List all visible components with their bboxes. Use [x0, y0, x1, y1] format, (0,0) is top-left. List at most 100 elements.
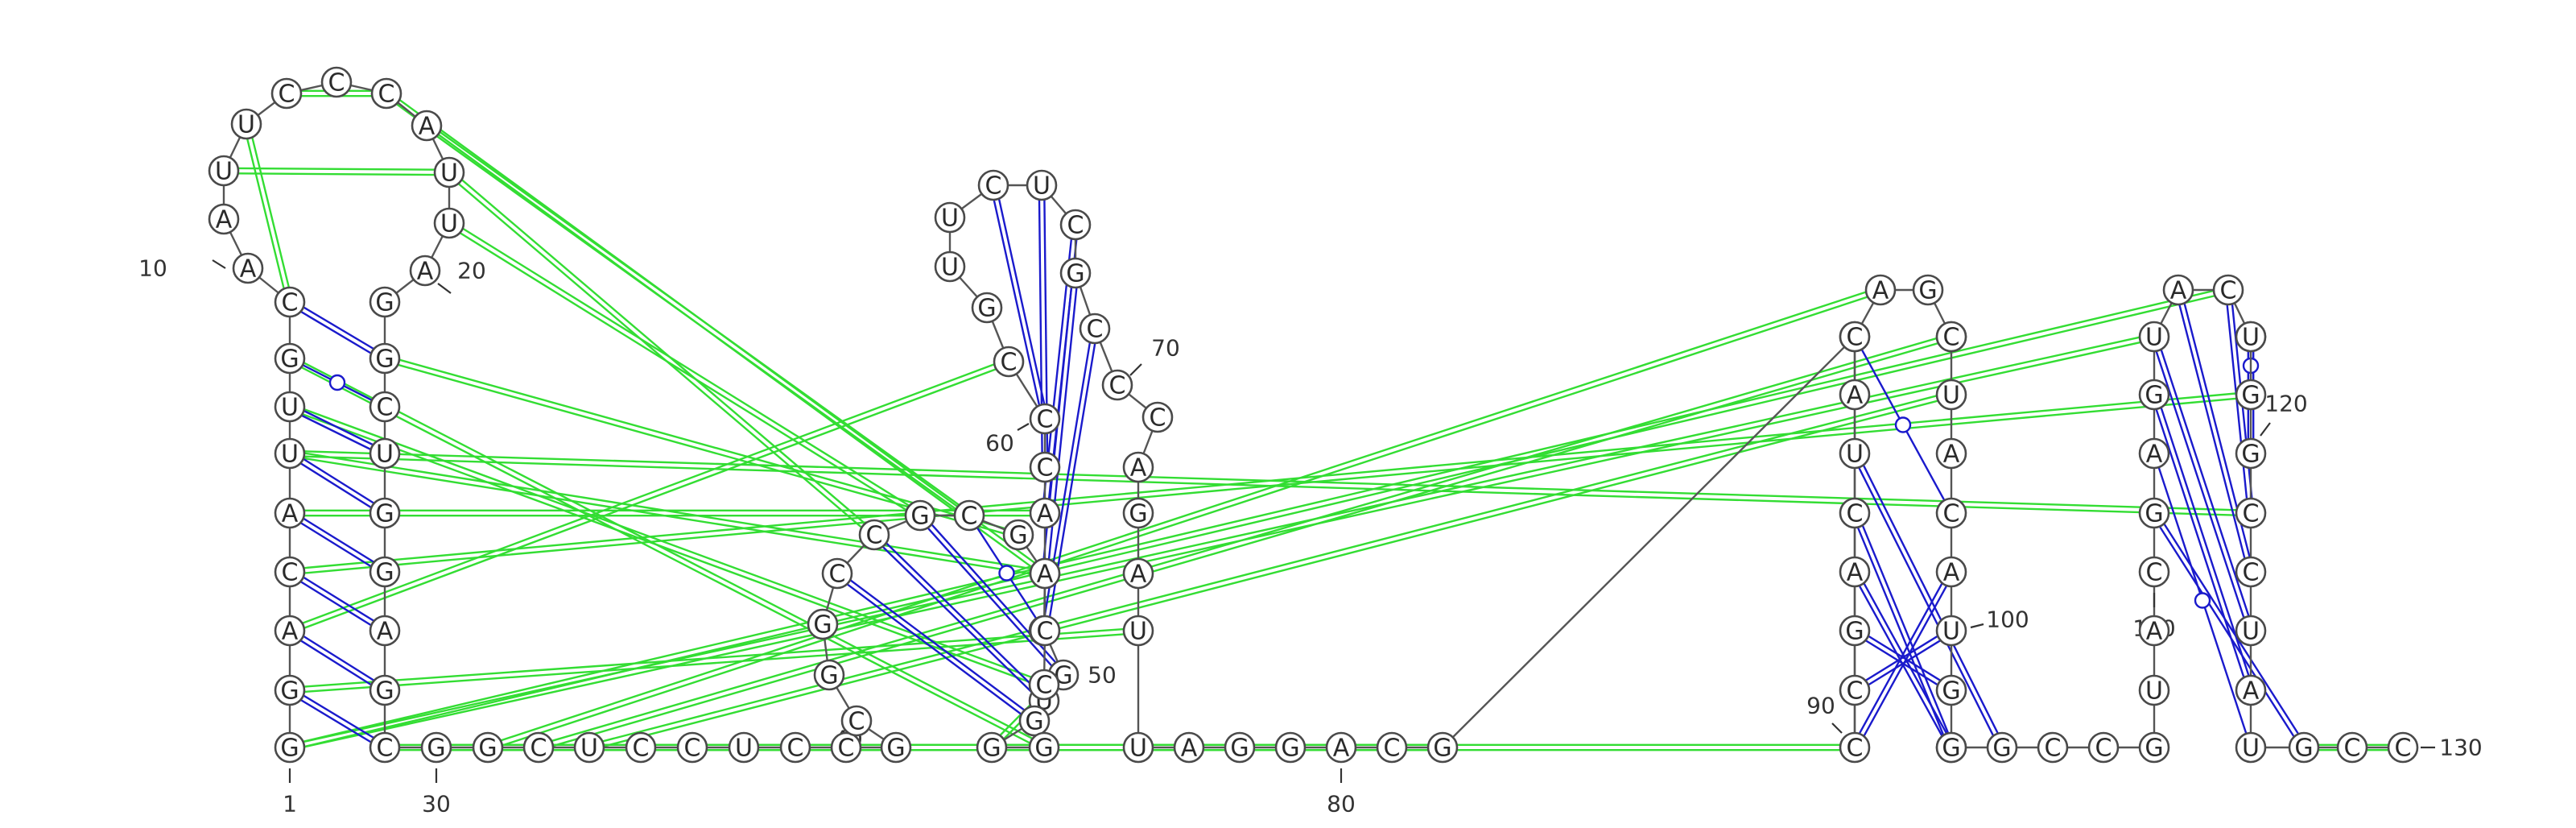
nucleotide-circle	[934, 250, 966, 283]
nucleotide-circle	[1839, 379, 1871, 411]
nucleotide-circle	[1101, 369, 1133, 401]
nucleotide-letter: G	[280, 346, 299, 374]
nucleotide: A	[274, 615, 306, 647]
nucleotide-circle	[274, 556, 306, 588]
nucleotide-circle	[813, 659, 845, 691]
nucleotide: U	[1935, 379, 1967, 411]
nucleotide-letter: U	[237, 111, 255, 139]
nucleotide: G	[274, 731, 306, 764]
nucleotide-letter: G	[375, 289, 394, 317]
nucleotide-letter: C	[838, 735, 855, 763]
nucleotide-circle	[1864, 274, 1897, 306]
nucleotide-letter: C	[866, 522, 883, 550]
nucleotide-letter: C	[2395, 735, 2412, 763]
nucleotide-letter: U	[440, 210, 458, 238]
noncanonical-pair	[447, 173, 873, 538]
nucleotide-letter: C	[2146, 559, 2163, 587]
nucleotide-letter: G	[1230, 735, 1249, 763]
nucleotide: A	[208, 203, 240, 235]
nucleotide-circle	[1935, 674, 1967, 706]
nucleotide: G	[971, 292, 1003, 324]
nucleotide: U	[1122, 615, 1154, 647]
nucleotide-circle	[1122, 731, 1154, 764]
nucleotide: U	[1839, 437, 1871, 470]
nucleotide: G	[369, 556, 401, 588]
nucleotide-circle	[208, 155, 240, 187]
noncanonical-pair	[488, 291, 1882, 751]
canonical-pair	[2174, 290, 2250, 573]
nucleotide: U	[2138, 674, 2170, 706]
nucleotide-letter: C	[2344, 735, 2361, 763]
nucleotide-letter: C	[2095, 735, 2112, 763]
nucleotide-letter: G	[1066, 260, 1084, 288]
nucleotide-circle	[1935, 437, 1967, 470]
wobble-pair-marker	[328, 374, 346, 391]
nucleotide: G	[1912, 274, 1944, 306]
nucleotide: A	[1935, 437, 1967, 470]
nucleotide-circle	[522, 731, 555, 764]
nucleotide-circle	[1002, 519, 1034, 551]
nucleotide: C	[1028, 669, 1060, 701]
nucleotide-circle	[1839, 731, 1871, 764]
nucleotide-letter: C	[1037, 454, 1054, 482]
nucleotide-letter: C	[1150, 404, 1166, 433]
canonical-pair	[835, 574, 1034, 724]
nucleotide-letter: C	[377, 394, 394, 422]
nucleotide: A	[1029, 497, 1061, 529]
nucleotide-circle	[369, 437, 401, 470]
nucleotide: C	[370, 77, 402, 110]
nucleotide-circle	[2138, 674, 2170, 706]
nucleotide: G	[1986, 731, 2018, 764]
nucleotide-circle	[1935, 556, 1967, 588]
nucleotide-circle	[274, 342, 306, 375]
canonical-pair	[2224, 290, 2250, 514]
nucleotide-circle	[2138, 437, 2170, 470]
nucleotide: A	[2138, 615, 2170, 647]
nucleotide-letter: C	[1036, 672, 1053, 700]
nucleotide: C	[1839, 497, 1871, 529]
nucleotide-circle	[976, 731, 1008, 764]
canonical-pair	[994, 184, 1049, 419]
nucleotide-circle	[2212, 274, 2244, 306]
canonical-pair	[288, 408, 385, 457]
nucleotide: U	[2235, 731, 2267, 764]
canonical-pair	[287, 573, 384, 634]
canonical-pair	[291, 569, 387, 630]
index-number: 10	[138, 255, 167, 282]
nucleotide-letter: G	[819, 662, 838, 690]
nucleotide-letter: U	[1846, 441, 1864, 469]
noncanonical-pair	[424, 126, 968, 519]
nucleotide-circle	[274, 286, 306, 318]
index-label: 130	[2421, 735, 2483, 761]
canonical-pair	[917, 516, 1063, 677]
nucleotide-circle	[411, 110, 443, 142]
nucleotide: G	[1426, 731, 1459, 764]
nucleotide-circle	[369, 286, 401, 318]
nucleotide: A	[1864, 274, 1897, 306]
nucleotide: C	[830, 731, 862, 764]
nucleotide-letter: U	[941, 254, 959, 282]
noncanonical-pair	[289, 627, 1138, 689]
nucleotide-letter: A	[282, 618, 299, 646]
nucleotide-letter: A	[240, 255, 257, 284]
nucleotide-circle	[676, 731, 708, 764]
nucleotide: U	[208, 155, 240, 187]
noncanonical-pair	[486, 286, 1880, 747]
noncanonical-pair	[539, 337, 1953, 751]
nucleotide-circle	[840, 705, 873, 737]
nucleotide-letter: C	[1943, 500, 1960, 528]
nucleotide: A	[1122, 557, 1154, 590]
nucleotide: A	[1935, 556, 1967, 588]
index-number: 30	[422, 791, 451, 818]
nucleotide-letter: C	[1001, 349, 1018, 377]
nucleotide-circle	[880, 731, 912, 764]
nucleotide: G	[472, 731, 504, 764]
nucleotide-letter: U	[1942, 618, 1960, 646]
nucleotide: C	[2235, 556, 2267, 588]
index-label: 90	[1806, 693, 1843, 734]
index-tick	[2260, 422, 2271, 437]
nucleotide: U	[2235, 615, 2267, 647]
nucleotide: C	[858, 519, 890, 551]
nucleotide-circle	[573, 731, 605, 764]
nucleotide-letter: U	[376, 441, 394, 469]
